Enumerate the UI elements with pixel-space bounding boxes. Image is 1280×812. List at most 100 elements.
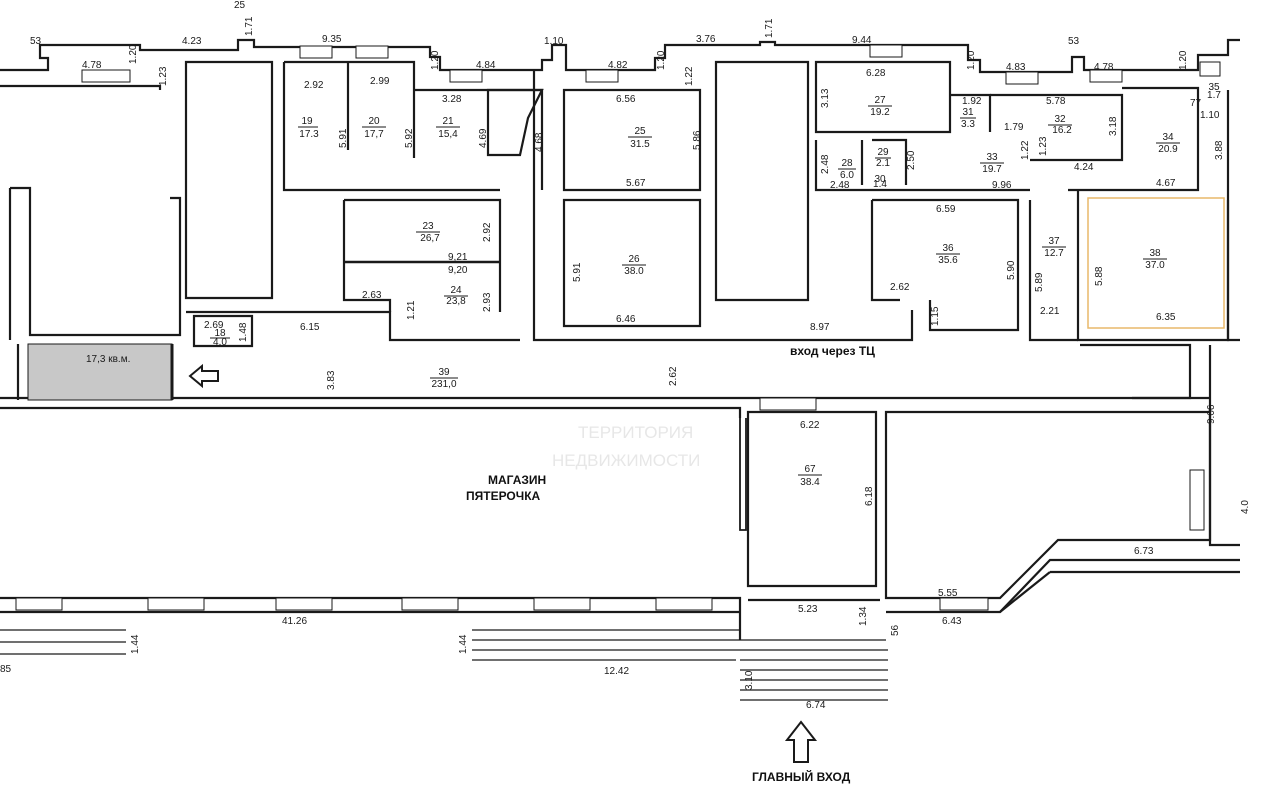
svg-text:25: 25 xyxy=(234,0,246,11)
svg-text:4.0: 4.0 xyxy=(213,337,227,348)
svg-text:2.1: 2.1 xyxy=(876,158,890,169)
svg-text:2.69: 2.69 xyxy=(204,320,224,331)
leased-area-label: 17,3 кв.м. xyxy=(86,354,130,365)
svg-text:35: 35 xyxy=(1208,82,1220,93)
svg-text:3.10: 3.10 xyxy=(744,670,755,690)
svg-text:19.2: 19.2 xyxy=(870,107,890,118)
svg-text:4.82: 4.82 xyxy=(608,60,628,71)
svg-text:2.63: 2.63 xyxy=(362,290,382,301)
svg-text:6.22: 6.22 xyxy=(800,420,820,431)
svg-text:2.48: 2.48 xyxy=(820,154,831,174)
svg-text:6.73: 6.73 xyxy=(1134,546,1154,557)
svg-text:6.28: 6.28 xyxy=(866,68,886,79)
svg-text:2.48: 2.48 xyxy=(830,180,850,191)
svg-text:2.99: 2.99 xyxy=(370,76,390,87)
store-name-line-2: ПЯТЕРОЧКА xyxy=(466,489,541,503)
svg-text:33: 33 xyxy=(986,152,998,163)
svg-text:1.71: 1.71 xyxy=(244,16,255,36)
svg-text:1.22: 1.22 xyxy=(1020,140,1031,160)
svg-text:231,0: 231,0 xyxy=(431,379,456,390)
svg-text:21: 21 xyxy=(442,116,454,127)
svg-text:1.79: 1.79 xyxy=(1004,122,1024,133)
svg-text:37: 37 xyxy=(1048,236,1060,247)
dimension-labels: 53 4.78 1.20 4.23 25 1.71 9.35 1.20 4.84… xyxy=(0,0,1251,711)
main-entrance-label: ГЛАВНЫЙ ВХОД xyxy=(752,769,851,784)
svg-text:6.43: 6.43 xyxy=(942,616,962,627)
watermark-line-1: ТЕРРИТОРИЯ xyxy=(578,423,693,442)
room-18: 184.0 xyxy=(210,328,230,348)
svg-text:1.92: 1.92 xyxy=(962,96,982,107)
svg-text:30: 30 xyxy=(874,174,886,185)
room-38-highlight xyxy=(1087,197,1225,329)
windows xyxy=(15,44,1221,611)
svg-text:6.35: 6.35 xyxy=(1156,312,1176,323)
svg-text:4.67: 4.67 xyxy=(1156,178,1176,189)
room-28: 286.0 xyxy=(838,158,856,181)
watermark-line-2: НЕДВИЖИМОСТИ xyxy=(552,451,700,470)
svg-text:53: 53 xyxy=(1068,36,1080,47)
svg-text:28: 28 xyxy=(841,158,853,169)
svg-text:6.18: 6.18 xyxy=(864,486,875,506)
room-35: 351.7 xyxy=(1207,82,1221,101)
svg-text:17,7: 17,7 xyxy=(364,129,384,140)
svg-text:2.62: 2.62 xyxy=(890,282,910,293)
svg-text:1.20: 1.20 xyxy=(430,50,441,70)
svg-text:29: 29 xyxy=(877,147,889,158)
svg-text:9.96: 9.96 xyxy=(992,180,1012,191)
svg-text:3.13: 3.13 xyxy=(820,88,831,108)
svg-text:25: 25 xyxy=(634,126,646,137)
svg-text:2.92: 2.92 xyxy=(482,222,493,242)
svg-text:20.9: 20.9 xyxy=(1158,144,1178,155)
svg-text:35.6: 35.6 xyxy=(938,255,958,266)
svg-text:4.24: 4.24 xyxy=(1074,162,1094,173)
svg-text:1.4: 1.4 xyxy=(873,179,887,190)
svg-text:6.74: 6.74 xyxy=(806,700,826,711)
svg-text:23: 23 xyxy=(422,221,434,232)
svg-text:1.10: 1.10 xyxy=(544,36,564,47)
room-31: 313.3 xyxy=(960,107,976,130)
svg-text:56: 56 xyxy=(890,624,901,636)
svg-text:18: 18 xyxy=(214,328,226,339)
svg-text:1.21: 1.21 xyxy=(406,300,417,320)
svg-text:2.62: 2.62 xyxy=(668,366,679,386)
svg-text:3.76: 3.76 xyxy=(696,34,716,45)
svg-text:38.0: 38.0 xyxy=(624,266,644,277)
svg-text:5.55: 5.55 xyxy=(938,588,958,599)
svg-text:4.0: 4.0 xyxy=(1240,500,1251,514)
svg-text:38.4: 38.4 xyxy=(800,477,820,488)
svg-text:1.71: 1.71 xyxy=(764,18,775,38)
svg-text:5.88: 5.88 xyxy=(1094,266,1105,286)
svg-text:23,8: 23,8 xyxy=(446,296,466,307)
svg-text:5.78: 5.78 xyxy=(1046,96,1066,107)
svg-text:16.2: 16.2 xyxy=(1052,125,1072,136)
svg-text:4.78: 4.78 xyxy=(82,60,102,71)
svg-text:1.22: 1.22 xyxy=(684,66,695,86)
svg-text:5.91: 5.91 xyxy=(338,128,349,148)
svg-text:41.26: 41.26 xyxy=(282,616,307,627)
svg-text:31.5: 31.5 xyxy=(630,139,650,150)
stairs-shape xyxy=(486,88,544,157)
svg-text:1.20: 1.20 xyxy=(1178,50,1189,70)
svg-text:26,7: 26,7 xyxy=(420,233,440,244)
svg-text:1.44: 1.44 xyxy=(458,634,469,654)
arrow-up-outline-icon xyxy=(784,720,818,763)
svg-text:19.7: 19.7 xyxy=(982,164,1002,175)
svg-text:5.86: 5.86 xyxy=(692,130,703,150)
svg-text:1.15: 1.15 xyxy=(930,306,941,326)
svg-text:27: 27 xyxy=(874,95,886,106)
svg-text:85: 85 xyxy=(0,664,12,675)
svg-text:5.89: 5.89 xyxy=(1034,272,1045,292)
svg-text:3.18: 3.18 xyxy=(1108,116,1119,136)
room-25: 25 31.5 xyxy=(628,126,652,150)
